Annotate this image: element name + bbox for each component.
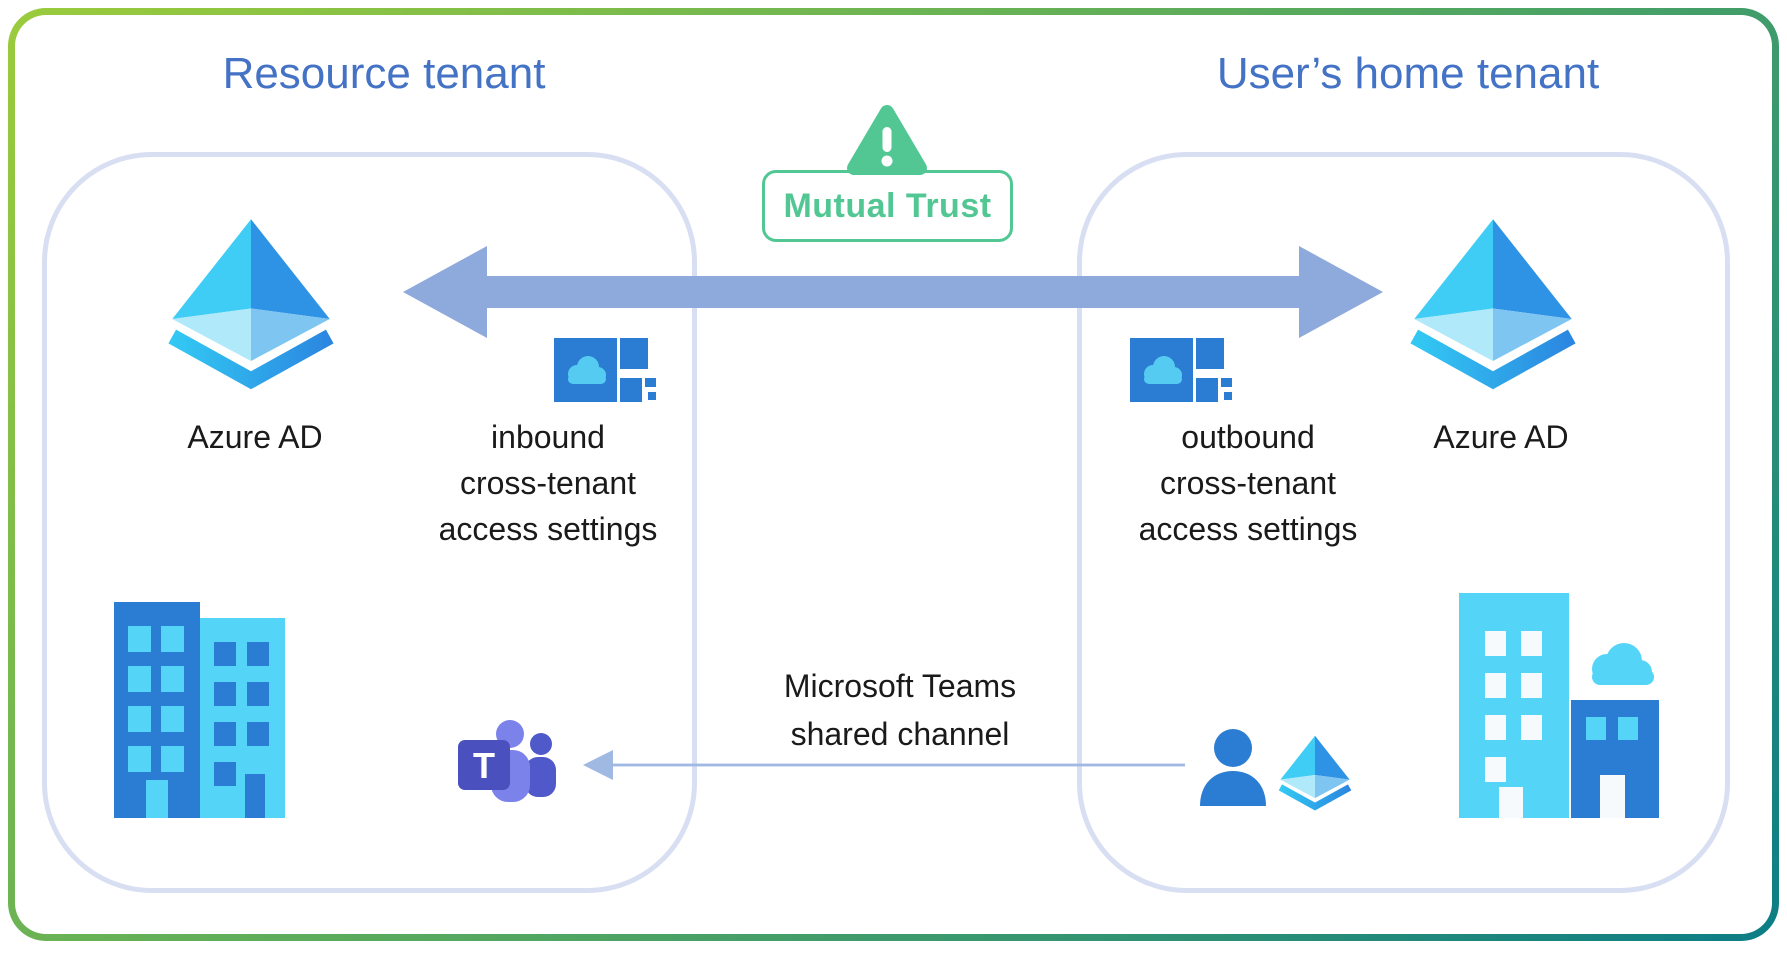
teams-channel-arrow: [583, 750, 1185, 780]
teams-icon: T: [458, 720, 556, 802]
inbound-settings-line3: access settings: [438, 511, 658, 547]
resource-azure-ad-icon: [168, 219, 334, 390]
teams-channel-label: Microsoft Teams shared channel: [700, 662, 1100, 758]
mutual-trust-badge: Mutual Trust: [762, 170, 1013, 242]
resource-building-icon: [114, 602, 285, 818]
teams-channel-line1: Microsoft Teams: [783, 668, 1017, 704]
home-azure-ad-label: Azure AD: [1433, 419, 1569, 455]
inbound-settings-line1: inbound: [491, 419, 605, 455]
cloud-icon: [1592, 643, 1654, 685]
home-building-icon: [1459, 593, 1659, 818]
outbound-settings-icon: [1130, 338, 1232, 402]
inbound-settings-icon: [554, 338, 656, 402]
user-icon: [1200, 729, 1266, 806]
resource-azure-ad-label: Azure AD: [187, 419, 323, 455]
mutual-trust-label: Mutual Trust: [783, 186, 992, 225]
teams-t-glyph: T: [473, 745, 495, 786]
outbound-settings-line1: outbound: [1181, 419, 1315, 455]
home-azure-ad-icon: [1410, 219, 1576, 390]
mutual-trust-double-arrow: [403, 246, 1383, 338]
outbound-settings-line2: cross-tenant: [1159, 465, 1337, 501]
inbound-settings-line2: cross-tenant: [459, 465, 637, 501]
resource-tenant-title: Resource tenant: [222, 49, 546, 98]
home-tenant-title: User’s home tenant: [1216, 49, 1600, 98]
warning-triangle-icon: [847, 105, 927, 175]
outbound-settings-line3: access settings: [1138, 511, 1358, 547]
user-azure-ad-icon: [1278, 735, 1352, 811]
teams-channel-line2: shared channel: [790, 716, 1010, 752]
inbound-settings-label: inbound cross-tenant access settings: [398, 414, 698, 552]
outbound-settings-label: outbound cross-tenant access settings: [1098, 414, 1398, 552]
